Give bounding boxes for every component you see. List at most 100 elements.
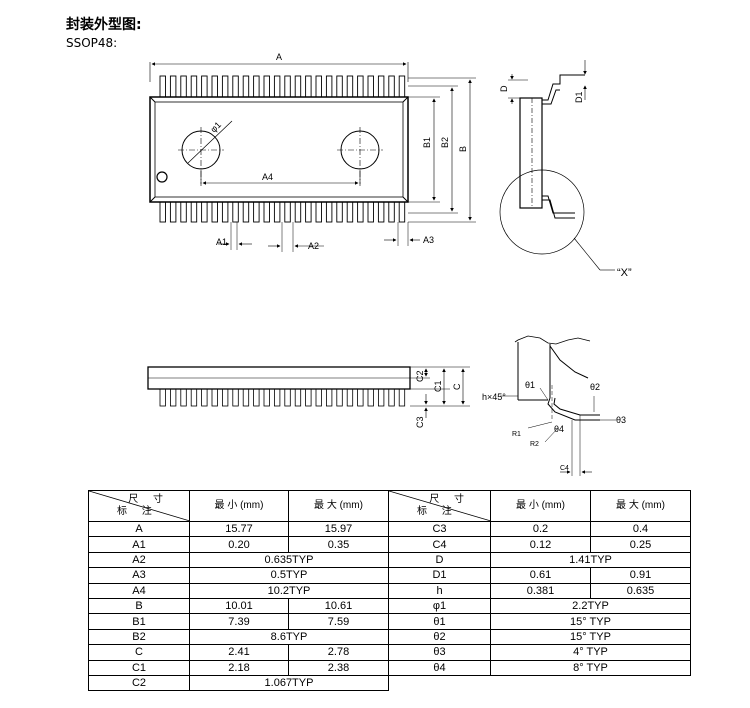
mark-cell: C4	[388, 536, 491, 553]
dim-C2-label: C2	[415, 370, 425, 382]
min-value-cell: 2.41	[189, 644, 289, 661]
typ-value-cell: 0.5TYP	[189, 567, 389, 584]
top-view: φ1 A A4 B1 B2 B A1 A2	[149, 52, 476, 252]
dim-A3-label: A3	[423, 235, 434, 245]
lead-pin	[294, 75, 302, 98]
lead-pin	[159, 201, 166, 223]
typ-value-cell: 15° TYP	[490, 613, 691, 630]
mark-cell: φ1	[388, 597, 491, 615]
dim-A2-label: A2	[308, 241, 319, 251]
theta1-label: θ1	[525, 380, 535, 390]
mark-cell: D	[388, 551, 491, 569]
lead-pin	[336, 75, 343, 98]
mark-cell: C3	[388, 520, 491, 538]
lead-pin	[253, 201, 260, 223]
dim-C3-label: C3	[415, 416, 425, 428]
lead-pin	[169, 75, 177, 98]
dim-A4-label: A4	[262, 172, 273, 182]
theta3-label: θ3	[616, 415, 626, 425]
mark-header: 标 注	[417, 506, 458, 517]
mark-cell: C	[88, 644, 190, 661]
theta2-label: θ2	[590, 382, 600, 392]
typ-value-cell: 1.067TYP	[189, 674, 389, 692]
bottom-pins	[159, 201, 406, 223]
min-value-cell: 0.381	[490, 582, 591, 599]
min-value-cell: 0.12	[490, 536, 591, 553]
mark-cell: θ3	[388, 644, 491, 661]
dim-A-label: A	[276, 52, 282, 62]
lead-pin	[367, 201, 374, 223]
typ-value-cell: 8.6TYP	[189, 628, 389, 646]
lead-pin	[388, 201, 395, 223]
typ-value-cell: 1.41TYP	[490, 551, 691, 569]
min-header: 最 小 (mm)	[490, 490, 591, 522]
lead-pin	[325, 201, 333, 223]
typ-value-cell: 15° TYP	[490, 628, 691, 646]
lead-pin	[221, 201, 229, 223]
lead-pin	[357, 75, 364, 98]
max-value-cell: 2.38	[288, 659, 389, 676]
size-header: 尺 寸	[429, 494, 470, 505]
max-value-cell: 0.35	[288, 536, 389, 553]
dim-D-label: D	[499, 85, 509, 92]
lead-pin	[180, 201, 187, 223]
dim-A1-label: A1	[216, 237, 227, 247]
chamfer-label: h×45°	[482, 392, 506, 402]
lead-pin	[325, 75, 333, 98]
top-pins	[159, 75, 406, 98]
mark-cell: C1	[88, 659, 190, 676]
package-body-inner	[154, 101, 404, 198]
lead-pin	[201, 201, 208, 223]
lead-pin	[377, 75, 385, 98]
lead-pin	[284, 201, 291, 223]
lead-pin	[211, 75, 218, 98]
lead-pin	[273, 201, 281, 223]
lead-pin	[305, 201, 312, 223]
min-value-cell: 0.20	[189, 536, 289, 553]
mark-cell: A1	[88, 536, 190, 553]
mark-cell: D1	[388, 567, 491, 584]
lead-pin	[211, 201, 218, 223]
lead-pin	[201, 75, 208, 98]
lead-pin	[315, 201, 322, 223]
mark-cell: B1	[88, 613, 190, 630]
lead-pin	[346, 201, 354, 223]
package-drawing: φ1 A A4 B1 B2 B A1 A2	[147, 52, 632, 476]
max-value-cell: 15.97	[288, 520, 389, 538]
R2-label: R2	[530, 441, 539, 448]
mark-header: 标 注	[117, 506, 158, 517]
mark-cell: A4	[88, 582, 190, 599]
max-value-cell: 0.4	[590, 520, 691, 538]
lead-pin	[159, 75, 166, 98]
pin1-marker	[156, 171, 168, 183]
lead-pin	[336, 201, 343, 223]
lead-pin	[221, 75, 229, 98]
size-header: 尺 寸	[128, 494, 169, 505]
max-value-cell: 0.25	[590, 536, 691, 553]
dim-B1-label: B1	[422, 137, 432, 148]
lead-pin	[242, 75, 250, 98]
lead-pin	[346, 75, 354, 98]
dim-C1-label: C1	[433, 380, 443, 392]
lead-pin	[242, 201, 250, 223]
max-value-cell: 0.635	[590, 582, 691, 599]
min-value-cell: 15.77	[189, 520, 289, 538]
max-value-cell: 10.61	[288, 597, 389, 615]
detail-X-label: “X”	[617, 267, 632, 279]
mark-cell: θ2	[388, 628, 491, 646]
max-header: 最 大 (mm)	[590, 490, 691, 522]
